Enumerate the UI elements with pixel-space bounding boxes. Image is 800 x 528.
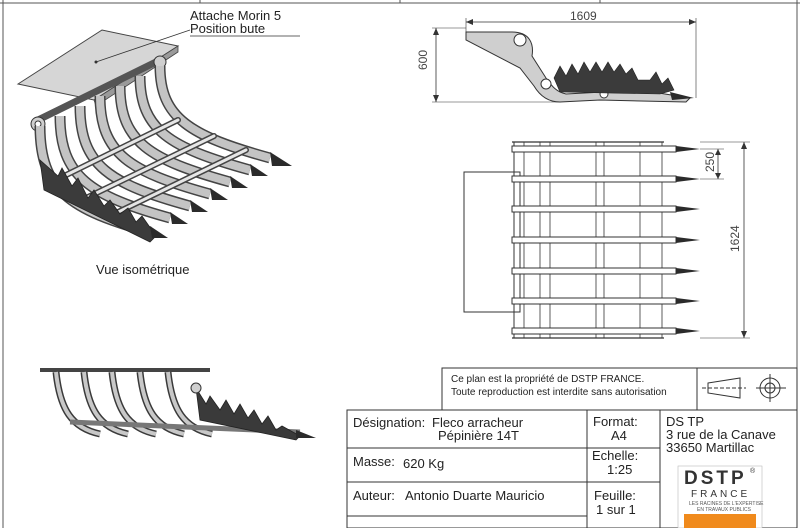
masse-label: Masse:	[353, 454, 395, 469]
elevation-sawtooth	[553, 61, 675, 95]
company-logo	[677, 465, 763, 528]
callout-line1: Attache Morin 5	[190, 8, 282, 23]
logo-wordmark-top: DSTP	[684, 468, 747, 489]
echelle-value: 1:25	[607, 462, 633, 477]
isometric-view-label: Vue isométrique	[96, 262, 190, 277]
projection-symbol	[702, 374, 786, 402]
isometric-view	[16, 29, 300, 243]
format-label: Format:	[593, 414, 638, 429]
dimension-height: 600	[416, 49, 430, 70]
logo-tagline-line2: EN TRAVAUX PUBLICS	[697, 507, 751, 513]
feuille-value: 1 sur 1	[596, 502, 636, 517]
title-block-frame	[346, 367, 798, 528]
feuille-label: Feuille:	[594, 488, 636, 503]
auteur-value: Antonio Duarte Mauricio	[405, 488, 545, 503]
company-address-line2: 33650 Martillac	[666, 440, 755, 455]
top-view-tines	[511, 145, 677, 335]
dimension-tine-spacing: 250	[703, 151, 717, 172]
callout-leader	[95, 29, 191, 63]
top-view	[463, 141, 750, 339]
ownership-notice-line2: Toute reproduction est interdite sans au…	[451, 387, 667, 398]
callout-line2: Position bute	[190, 21, 266, 36]
top-view-tooth-tips	[676, 146, 700, 334]
masse-value: 620 Kg	[403, 456, 445, 471]
top-view-plate	[463, 171, 521, 313]
echelle-label: Echelle:	[592, 448, 639, 463]
company-name: DS TP	[666, 414, 705, 429]
dimension-length: 1609	[570, 9, 597, 23]
logo-registered-mark: ®	[750, 468, 756, 475]
ownership-notice-line1: Ce plan est la propriété de DSTP FRANCE.	[451, 374, 645, 385]
designation-label: Désignation:	[353, 415, 426, 430]
designation-line1: Fleco arracheur	[432, 415, 524, 430]
company-address-line1: 3 rue de la Canave	[666, 427, 776, 442]
side-elevation-view	[432, 18, 697, 103]
dimension-width: 1624	[728, 225, 742, 252]
auteur-label: Auteur:	[353, 488, 395, 503]
side-view-isometric-low	[40, 368, 316, 441]
isometric-tooth-tips	[150, 152, 292, 238]
format-value: A4	[611, 428, 627, 443]
logo-tagline-line1: LES RACINES DE L'EXPERTISE	[689, 501, 764, 507]
designation-line2: Pépinière 14T	[438, 428, 519, 443]
logo-wordmark-bottom: FRANCE	[691, 489, 751, 500]
